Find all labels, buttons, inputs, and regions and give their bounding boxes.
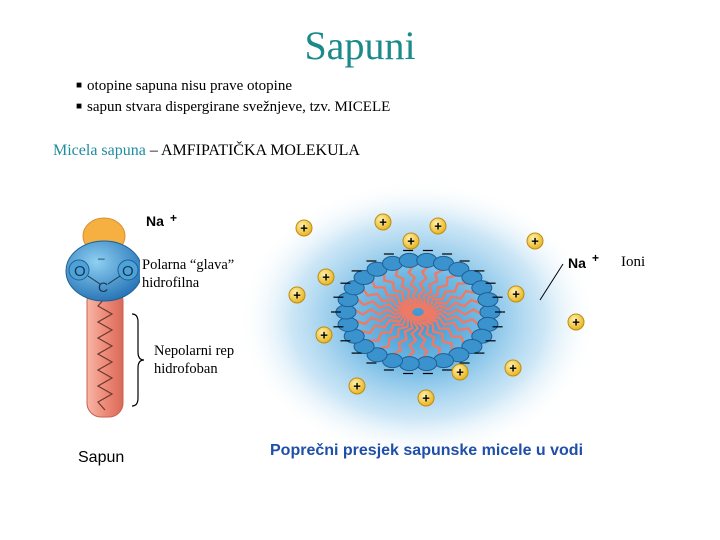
sodium-ion-icon — [402, 232, 420, 250]
plus-charge-icon: + — [509, 361, 517, 376]
sodium-ion-icon — [417, 389, 435, 407]
zigzag-chain-icon — [96, 297, 114, 411]
micelle-tail — [406, 315, 421, 365]
plus-charge-icon: + — [293, 288, 301, 303]
molecule-ion-label: Na — [146, 213, 164, 229]
molecule-caption: Sapun — [78, 449, 125, 466]
plus-charge-icon: + — [572, 315, 580, 330]
micelle-head — [477, 292, 499, 308]
section-subtitle: Micela sapuna – AMFIPATIČKA MOLEKULA — [53, 142, 360, 160]
sodium-ion-icon — [374, 213, 392, 231]
oxygen-right — [117, 259, 139, 281]
head-label: Polarna “glava” hidrofilna — [140, 255, 237, 293]
bullet-item: ■ sapun stvara dispergirane svežnjeve, tz… — [76, 99, 390, 116]
sodium-ion-icon — [507, 285, 525, 303]
plus-charge-icon: + — [456, 365, 464, 380]
square-bullet-icon: ■ — [76, 80, 83, 91]
micelle-ion-charge: + — [592, 251, 599, 265]
micelle-tail — [354, 313, 415, 340]
square-bullet-icon: ■ — [76, 101, 83, 112]
sodium-ion-icon — [348, 377, 366, 395]
bullet-text: otopine sapuna nisu prave otopine — [87, 78, 293, 94]
micelle-tail — [422, 296, 489, 314]
micelle-tail — [389, 263, 417, 310]
micelle-tail — [415, 315, 430, 365]
plus-charge-icon: + — [320, 328, 328, 343]
micelle-caption: Poprečni presjek sapunske micele u vodi — [270, 442, 584, 459]
micelle-tail — [422, 312, 474, 346]
plus-charge-icon: + — [407, 234, 415, 249]
sodium-ion-icon — [288, 286, 306, 304]
sodium-ion-icon — [429, 217, 447, 235]
micelle-tail — [347, 310, 414, 328]
micelle-tail — [352, 287, 413, 313]
oxygen-label: O — [122, 263, 134, 280]
micelle-ion-label: Na — [568, 255, 586, 271]
plus-charge-icon: + — [531, 234, 539, 249]
plus-charge-icon: + — [300, 221, 308, 236]
sodium-ion-icon — [451, 363, 469, 381]
plus-charge-icon: + — [434, 219, 442, 234]
micelle-head — [343, 280, 365, 296]
molecule-ion-charge: + — [170, 211, 177, 225]
micelle-tail — [419, 314, 447, 361]
minus-charge: – — [98, 251, 105, 265]
sodium-ion-icon — [526, 232, 544, 250]
plus-charge-icon: + — [512, 287, 520, 302]
micelle-head — [337, 316, 359, 332]
micelle-ions: + + + + + + + + + + + + + + — [288, 213, 585, 407]
micelle-tail — [391, 315, 419, 362]
micelle-core — [331, 249, 505, 375]
plus-charge-icon: + — [422, 391, 430, 406]
sodium-ion-icon — [317, 268, 335, 286]
brace-icon — [131, 313, 145, 407]
subtitle-rest: – AMFIPATIČKA MOLEKULA — [145, 142, 360, 159]
micelle-tail — [423, 309, 489, 327]
micelle-tail — [421, 284, 482, 311]
oxygen-label: O — [74, 263, 86, 280]
tail-label-line2: hidrofoban — [154, 361, 218, 377]
carbon-label: C — [98, 279, 108, 295]
sodium-ion-icon — [315, 326, 333, 344]
plus-charge-icon: + — [379, 215, 387, 230]
micelle-tail — [420, 275, 472, 309]
micelle-tail — [423, 311, 484, 337]
plus-charge-icon: + — [322, 270, 330, 285]
head-label-line1: Polarna “glava” — [142, 257, 235, 273]
micelle-tail — [418, 267, 458, 309]
ioni-label: Ioni — [621, 254, 646, 270]
micelle-tail — [417, 262, 445, 309]
micelle-head — [353, 339, 375, 354]
micelle-tail — [415, 259, 430, 309]
micelle-tail — [347, 297, 413, 315]
micelle-tail — [423, 308, 491, 316]
bullet-text: sapun stvara dispergirane svežnjeve, tzv… — [87, 99, 391, 115]
micelle-tail — [406, 259, 421, 309]
oxygen-left — [68, 259, 90, 281]
bond-line — [107, 275, 121, 285]
plus-charge-icon: + — [353, 379, 361, 394]
micelle-tail — [362, 278, 414, 312]
micelle-head — [461, 270, 483, 285]
page-title: Sapuni — [304, 23, 416, 68]
micelle-tail — [378, 315, 418, 357]
sodium-ion-icon — [504, 359, 522, 377]
micelle-diagram: + + + + + + + + + + + + + + Na + — [238, 180, 599, 460]
tail-label: Nepolarni rep hidrofoban — [152, 341, 237, 379]
soap-molecule: Na + O O C – — [65, 211, 177, 418]
micelle-tail — [345, 308, 413, 316]
pointer-line — [539, 263, 564, 301]
bond-line — [87, 275, 101, 285]
sodium-ion-icon — [567, 313, 585, 331]
micelle-tail — [374, 269, 414, 311]
head-label-line2: hidrofilna — [142, 275, 200, 291]
bullet-item: ■ otopine sapuna nisu prave otopine — [76, 78, 292, 95]
subtitle-highlight: Micela sapuna — [53, 142, 146, 159]
micelle-tail — [364, 315, 416, 349]
micelle-tail — [422, 313, 462, 355]
tail-label-line1: Nepolarni rep — [154, 343, 235, 359]
micelle-head — [471, 328, 493, 344]
sodium-ion-icon — [295, 219, 313, 237]
